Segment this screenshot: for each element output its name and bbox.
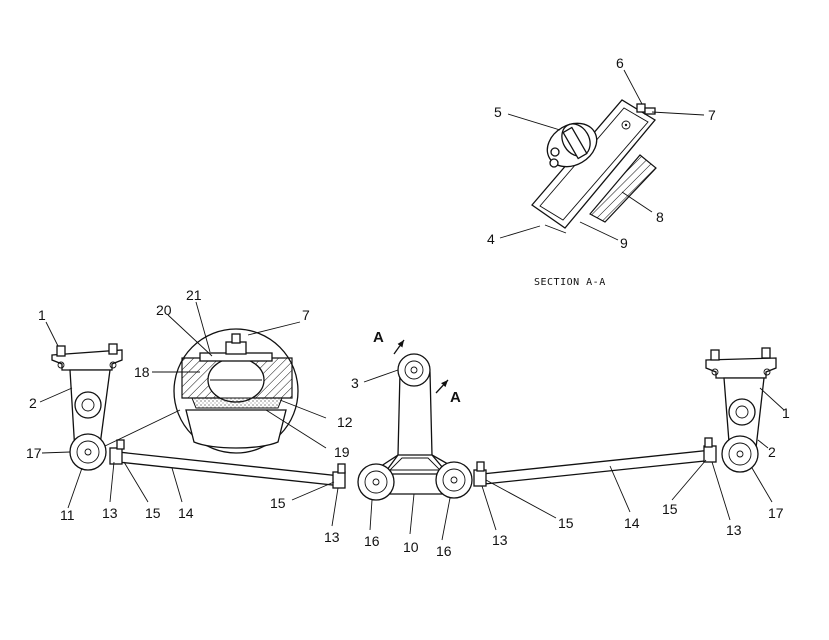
callout-10: 10 bbox=[403, 539, 419, 555]
section-marker-top: A bbox=[373, 329, 384, 346]
leader-lines bbox=[39, 69, 785, 541]
callout-13-midright: 13 bbox=[492, 532, 508, 548]
ball-joint-ends bbox=[109, 437, 717, 489]
callout-7-detail: 7 bbox=[302, 307, 310, 323]
section-a-a-caption: SECTION A-A bbox=[534, 277, 606, 288]
callout-21: 21 bbox=[186, 287, 202, 303]
callout-15-midleft: 15 bbox=[270, 495, 286, 511]
callout-2-right: 2 bbox=[768, 444, 776, 460]
callout-4: 4 bbox=[487, 231, 495, 247]
callout-19: 19 bbox=[334, 444, 350, 460]
section-marker-bottom: A bbox=[450, 389, 461, 406]
callout-20: 20 bbox=[156, 302, 172, 318]
callout-9: 9 bbox=[620, 235, 628, 251]
left-bellcrank-assembly bbox=[51, 343, 123, 471]
right-bellcrank-assembly bbox=[705, 347, 777, 473]
callout-15-midright: 15 bbox=[558, 515, 574, 531]
callout-16-right: 16 bbox=[436, 543, 452, 559]
callout-14-left: 14 bbox=[178, 505, 194, 521]
callout-17-left: 17 bbox=[26, 445, 42, 461]
callout-18: 18 bbox=[134, 364, 150, 380]
section-a-a-view bbox=[531, 99, 657, 234]
center-idler-arm bbox=[357, 339, 473, 501]
callout-7-section: 7 bbox=[708, 107, 716, 123]
callout-15-left: 15 bbox=[145, 505, 161, 521]
callout-13-right: 13 bbox=[726, 522, 742, 538]
callout-17-right: 17 bbox=[768, 505, 784, 521]
callout-13-left: 13 bbox=[102, 505, 118, 521]
callout-1-right: 1 bbox=[782, 405, 790, 421]
callout-5: 5 bbox=[494, 104, 502, 120]
callout-12: 12 bbox=[337, 414, 353, 430]
callout-11: 11 bbox=[60, 507, 75, 523]
callout-3: 3 bbox=[351, 375, 359, 391]
callout-16-left: 16 bbox=[364, 533, 380, 549]
callout-2-left: 2 bbox=[29, 395, 37, 411]
callout-8: 8 bbox=[656, 209, 664, 225]
callout-15-right: 15 bbox=[662, 501, 678, 517]
callout-1-left: 1 bbox=[38, 307, 46, 323]
callout-14-right: 14 bbox=[624, 515, 640, 531]
callout-6: 6 bbox=[616, 55, 624, 71]
ball-socket-detail bbox=[104, 328, 299, 454]
callout-13-midleft: 13 bbox=[324, 529, 340, 545]
